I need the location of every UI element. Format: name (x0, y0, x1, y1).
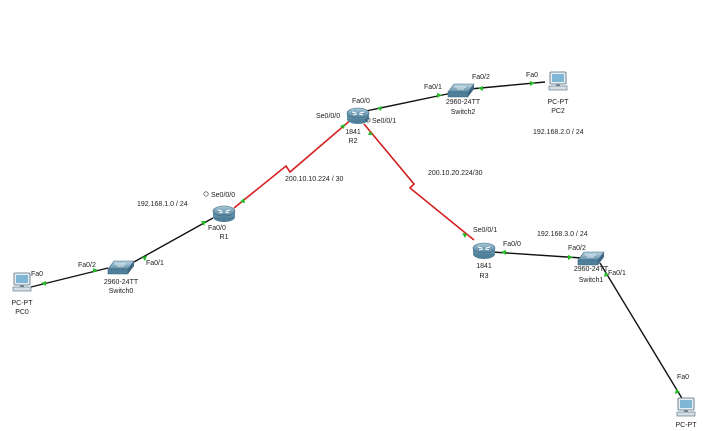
router-icon (472, 242, 496, 260)
link-up-indicator (41, 281, 46, 286)
link-indicators (41, 81, 680, 394)
port-labels: Fa0 Fa0/2 Fa0/1 Fa0/0 Se0/0/0 Se0/0/0 Fa… (31, 72, 689, 381)
device-model-label: 2960-24TT (446, 99, 481, 106)
device-name-label: PC0 (15, 309, 29, 316)
device-name-label: Switch0 (109, 288, 134, 295)
link-up-indicator (340, 124, 345, 129)
port-label: Fa0 (31, 271, 43, 278)
network-label: 200.10.10.224 / 30 (285, 176, 343, 183)
link-up-indicator (368, 131, 373, 135)
switch-icon (447, 83, 475, 98)
device-model-label: PC-PT (676, 422, 698, 429)
port-label: Fa0/2 (568, 245, 586, 252)
device-pc0[interactable] (12, 272, 32, 292)
device-pc1[interactable] (676, 397, 696, 417)
network-label: 192.168.3.0 / 24 (537, 231, 588, 238)
link-r1-r2-serial[interactable] (233, 117, 354, 209)
port-label: Fa0/0 (503, 241, 521, 248)
clock-icon (203, 191, 209, 197)
router-icon (212, 205, 236, 223)
device-model-label: PC-PT (12, 300, 34, 307)
link-up-indicator (437, 93, 442, 98)
link-switch0-r1[interactable] (133, 217, 214, 263)
device-r3[interactable] (472, 242, 496, 260)
link-up-indicator (478, 86, 483, 91)
device-name-label: PC2 (551, 108, 565, 115)
device-model-label: 2960-24TT (574, 266, 609, 273)
device-model-label: PC-PT (548, 99, 570, 106)
network-label: 192.168.1.0 / 24 (137, 201, 188, 208)
link-r3-switch1[interactable] (491, 251, 583, 259)
link-up-indicator (377, 106, 382, 111)
device-model-label: 2960-24TT (104, 279, 139, 286)
network-label: 192.168.2.0 / 24 (533, 129, 584, 136)
port-label: Se0/0/0 (211, 192, 235, 199)
device-name-label: R2 (349, 138, 358, 145)
clock-indicators (203, 117, 371, 197)
port-label: Fa0/1 (146, 260, 164, 267)
device-name-label: R1 (220, 234, 229, 241)
pc-icon (12, 272, 32, 292)
port-label: Fa0/1 (424, 84, 442, 91)
port-label: Fa0/2 (472, 74, 490, 81)
link-up-indicator (568, 255, 573, 260)
pc-icon (676, 397, 696, 417)
switch-icon (107, 260, 135, 275)
link-up-indicator (501, 250, 506, 255)
port-label: Fa0/2 (78, 262, 96, 269)
device-name-label: R3 (480, 273, 489, 280)
port-label: Fa0 (526, 72, 538, 79)
link-up-indicator (604, 272, 609, 277)
device-r1[interactable] (212, 205, 236, 223)
port-label: Fa0/0 (208, 225, 226, 232)
link-up-indicator (142, 256, 147, 261)
device-switch2[interactable] (447, 83, 475, 98)
link-up-indicator (240, 198, 245, 203)
port-label: Se0/0/1 (372, 118, 396, 125)
link-up-indicator (93, 268, 98, 273)
link-up-indicator (530, 81, 535, 86)
network-labels: 192.168.1.0 / 24 200.10.10.224 / 30 192.… (137, 129, 588, 238)
device-model-label: 1841 (345, 129, 361, 136)
port-label: Fa0/0 (352, 98, 370, 105)
port-label: Se0/0/1 (473, 227, 497, 234)
link-up-indicator (462, 233, 467, 238)
port-label: Fa0 (677, 374, 689, 381)
pc-icon (548, 71, 568, 91)
port-label: Fa0/1 (608, 270, 626, 277)
router-icon (346, 107, 370, 125)
device-labels: 1841 R2 R1 1841 R3 2960-24TT Switch0 296… (12, 99, 698, 429)
device-r2[interactable] (346, 107, 370, 125)
link-up-indicator (201, 221, 206, 226)
link-r2-r3-serial[interactable] (363, 123, 475, 241)
device-name-label: Switch1 (579, 277, 604, 284)
network-label: 200.10.20.224/30 (428, 170, 483, 177)
port-label: Se0/0/0 (316, 113, 340, 120)
device-switch0[interactable] (107, 260, 135, 275)
device-pc2[interactable] (548, 71, 568, 91)
clock-icon (365, 117, 371, 123)
link-up-indicator (675, 389, 680, 394)
link-switch1-pc1[interactable] (599, 262, 684, 401)
device-name-label: Switch2 (451, 109, 476, 116)
device-model-label: 1841 (476, 263, 492, 270)
